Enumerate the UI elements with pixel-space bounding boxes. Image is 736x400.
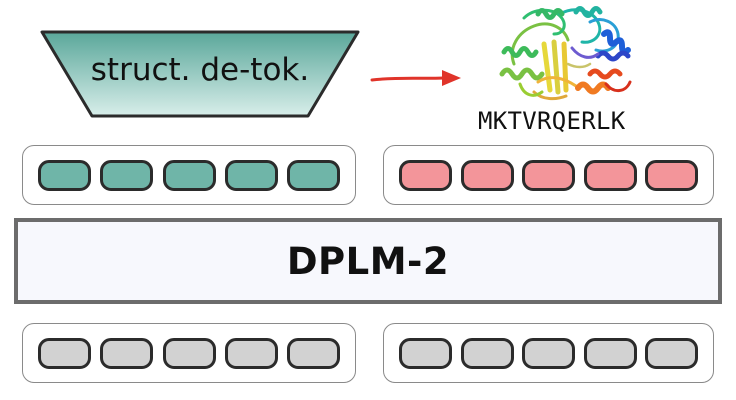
right-arrow-icon	[370, 70, 461, 86]
masked-token	[399, 337, 452, 369]
detokenizer-label: struct. de-tok.	[90, 52, 310, 88]
structure-output-tokens	[22, 145, 356, 205]
masked-token	[645, 337, 698, 369]
structure-token	[38, 159, 91, 191]
masked-token	[287, 337, 340, 369]
structure-detokenizer-shape	[40, 30, 360, 118]
masked-token	[100, 337, 154, 369]
structure-token	[100, 159, 154, 191]
structure-token	[287, 159, 340, 191]
masked-token	[224, 337, 278, 369]
masked-token	[38, 337, 91, 369]
model-block: DPLM-2	[14, 218, 722, 304]
sequence-token	[399, 159, 452, 191]
model-label: DPLM-2	[286, 239, 450, 283]
masked-token	[460, 337, 514, 369]
masked-token	[522, 337, 575, 369]
sequence-input-tokens	[383, 323, 714, 383]
sequence-output-tokens	[383, 145, 714, 205]
structure-token	[162, 159, 216, 191]
sequence-token	[583, 159, 637, 191]
protein-structure-icon	[499, 6, 632, 101]
sequence-token	[645, 159, 698, 191]
masked-token	[162, 337, 216, 369]
structure-input-tokens	[22, 323, 356, 383]
masked-token	[583, 337, 637, 369]
amino-acid-sequence: MKTVRQERLK	[478, 107, 626, 135]
structure-token	[224, 159, 278, 191]
sequence-token	[522, 159, 575, 191]
sequence-token	[460, 159, 514, 191]
